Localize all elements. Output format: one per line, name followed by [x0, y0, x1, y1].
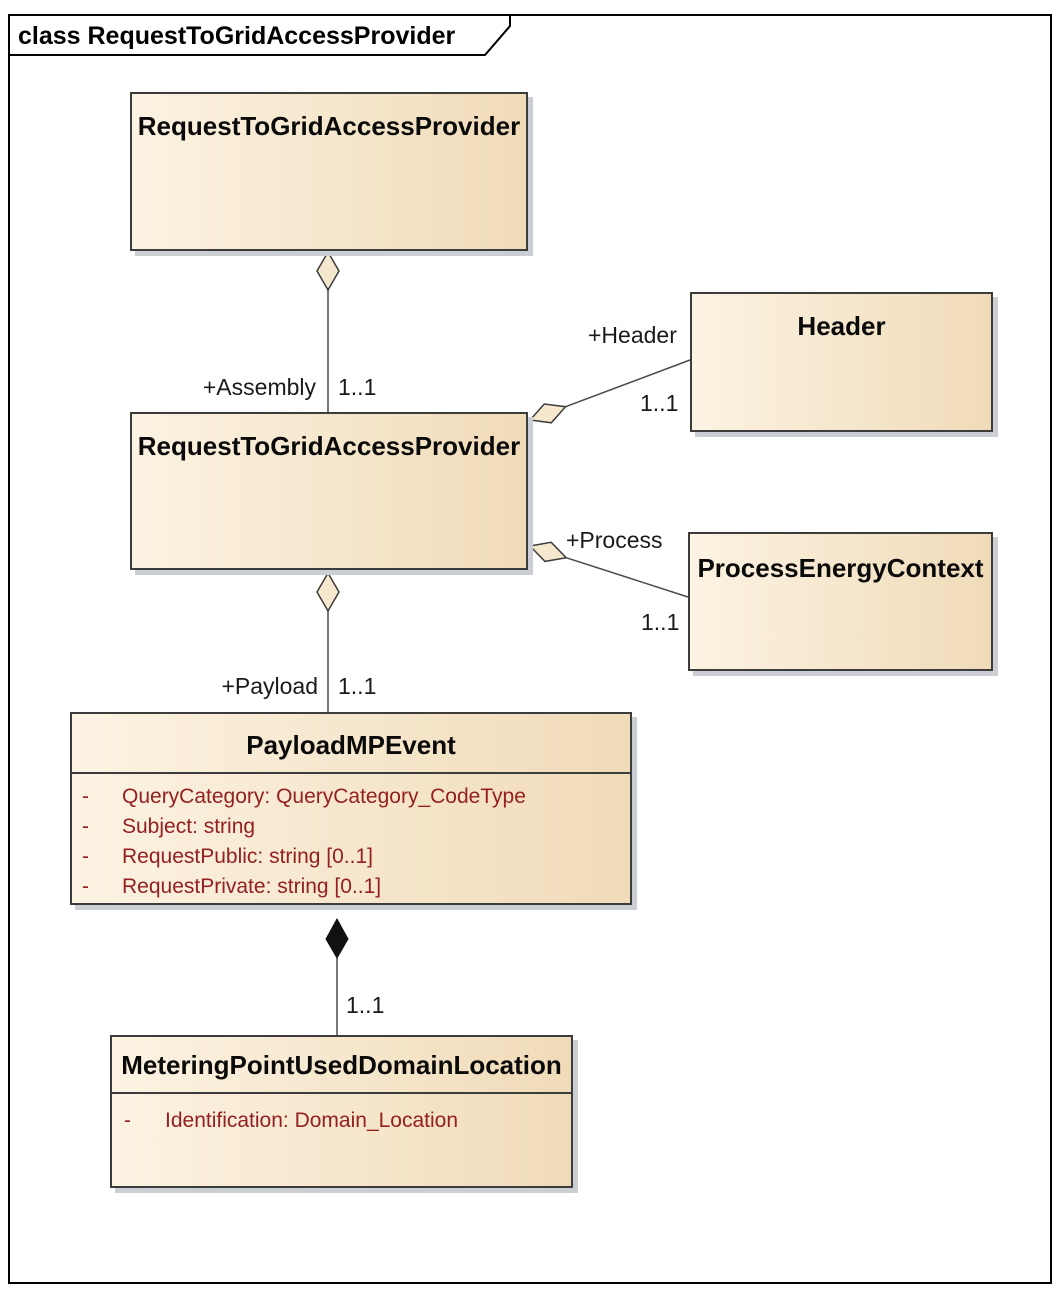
- metering-composition-diamond-icon: [325, 917, 349, 959]
- attribute-row: - Subject: string: [72, 812, 630, 842]
- header-aggregation-diamond-icon: [528, 403, 568, 424]
- diagram-frame: [8, 14, 1052, 1284]
- visibility-dash: -: [82, 785, 89, 808]
- assembly-aggregation-diamond-icon: [316, 250, 340, 292]
- process-multiplicity-label: 1..1: [641, 609, 680, 635]
- header-role-label: +Header: [588, 322, 677, 348]
- class-attribute: RequestPrivate: string [0..1]: [122, 875, 382, 898]
- class-box-payloadmpevent: PayloadMPEvent - QueryCategory: QueryCat…: [70, 712, 632, 905]
- process-role-label: +Process: [566, 527, 663, 553]
- class-attribute: Subject: string: [122, 815, 256, 838]
- header-connector-line: [565, 359, 691, 408]
- process-connector-line: [565, 556, 689, 598]
- frame-title: class RequestToGridAccessProvider: [18, 22, 456, 50]
- class-attribute: RequestPublic: string [0..1]: [122, 845, 373, 868]
- class-box-header: Header: [690, 292, 993, 432]
- metering-multiplicity-label: 1..1: [346, 992, 385, 1018]
- attribute-compartment: - QueryCategory: QueryCategory_CodeType …: [72, 774, 630, 902]
- payload-aggregation-diamond-icon: [316, 571, 340, 613]
- attribute-row: - QueryCategory: QueryCategory_CodeType: [72, 782, 630, 812]
- visibility-dash: -: [124, 1109, 131, 1132]
- attribute-row: - RequestPrivate: string [0..1]: [72, 872, 630, 902]
- header-multiplicity-label: 1..1: [640, 390, 679, 416]
- visibility-dash: -: [82, 845, 89, 868]
- class-attribute: QueryCategory: QueryCategory_CodeType: [122, 785, 526, 808]
- class-box-requesttogridaccessprovider-middle: RequestToGridAccessProvider: [130, 412, 528, 570]
- attribute-compartment: - Identification: Domain_Location: [112, 1094, 571, 1136]
- process-aggregation-diamond-icon: [528, 541, 568, 563]
- payload-multiplicity-label: 1..1: [338, 673, 377, 699]
- class-name: RequestToGridAccessProvider: [137, 431, 521, 461]
- class-name: MeteringPointUsedDomainLocation: [112, 1037, 571, 1094]
- class-name: Header: [797, 311, 886, 341]
- class-name: RequestToGridAccessProvider: [137, 111, 521, 141]
- class-box-processenergycontext: ProcessEnergyContext: [688, 532, 993, 671]
- attribute-row: - RequestPublic: string [0..1]: [72, 842, 630, 872]
- visibility-dash: -: [82, 875, 89, 898]
- class-box-meteringpointuseddomainlocation: MeteringPointUsedDomainLocation - Identi…: [110, 1035, 573, 1188]
- frame-title-tab: [8, 14, 511, 56]
- class-box-requesttogridaccessprovider-top: RequestToGridAccessProvider: [130, 92, 528, 251]
- class-attribute: Identification: Domain_Location: [165, 1109, 459, 1132]
- class-name: PayloadMPEvent: [72, 714, 630, 774]
- class-name: ProcessEnergyContext: [697, 553, 984, 583]
- assembly-multiplicity-label: 1..1: [338, 374, 377, 400]
- attribute-row: - Identification: Domain_Location: [112, 1106, 571, 1136]
- visibility-dash: -: [82, 815, 89, 838]
- payload-role-label: +Payload: [221, 673, 318, 699]
- assembly-role-label: +Assembly: [202, 374, 316, 400]
